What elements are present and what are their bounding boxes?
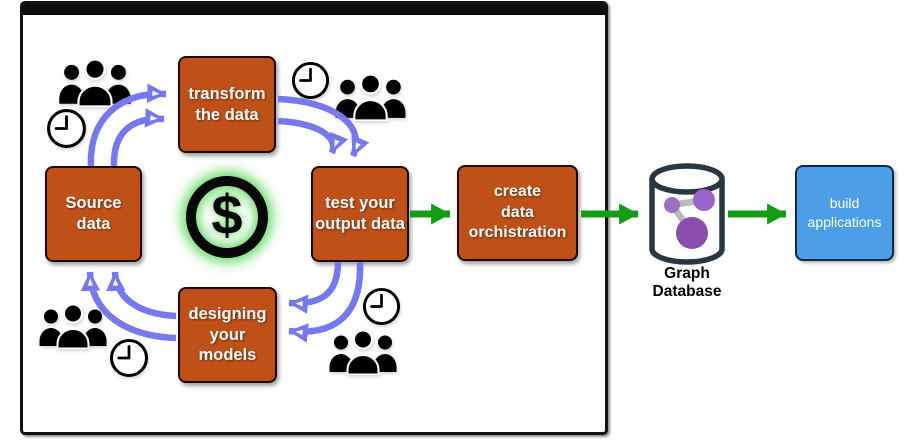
graph-database-icon [649,163,725,265]
dollar-sign: $ [211,183,243,246]
clock-icon-top-left [45,107,88,150]
cylinder-top [649,163,725,195]
team-icon-top-left [58,58,132,107]
team-icon-bottom-left [38,303,108,349]
graph-database-label: Graph Database [652,265,722,300]
graph-node-medium [693,189,715,211]
step-label-designing-your-models: designing your models [188,305,267,365]
graph-node-small [664,197,680,213]
step-label-source-data: Source data [65,194,122,233]
clock-icon-top-right [290,60,331,101]
step-box-transform-the-data: transform the data [178,56,276,153]
step-box-test-your-output-data: test your output data [311,166,409,262]
graph-node-large [676,217,708,249]
slide-header-bar [23,4,605,15]
dollar-icon: $ [186,176,268,258]
step-box-source-data: Source data [45,166,142,262]
build-applications-label: build applications [807,195,882,230]
team-icon-bottom-right [329,329,397,375]
clock-icon-bottom-right [361,286,402,327]
step-box-create-data-orchistration: create data orchistration [457,165,578,261]
step-label-test-your-output-data: test your output data [315,194,405,233]
step-label-transform-the-data: transform the data [188,84,266,124]
step-label-create-data-orchistration: create data orchistration [468,182,567,242]
clock-icon-bottom-left [108,337,150,379]
team-icon-top-right [335,73,406,121]
build-applications-box: build applications [795,165,894,261]
step-box-designing-your-models: designing your models [178,287,277,383]
